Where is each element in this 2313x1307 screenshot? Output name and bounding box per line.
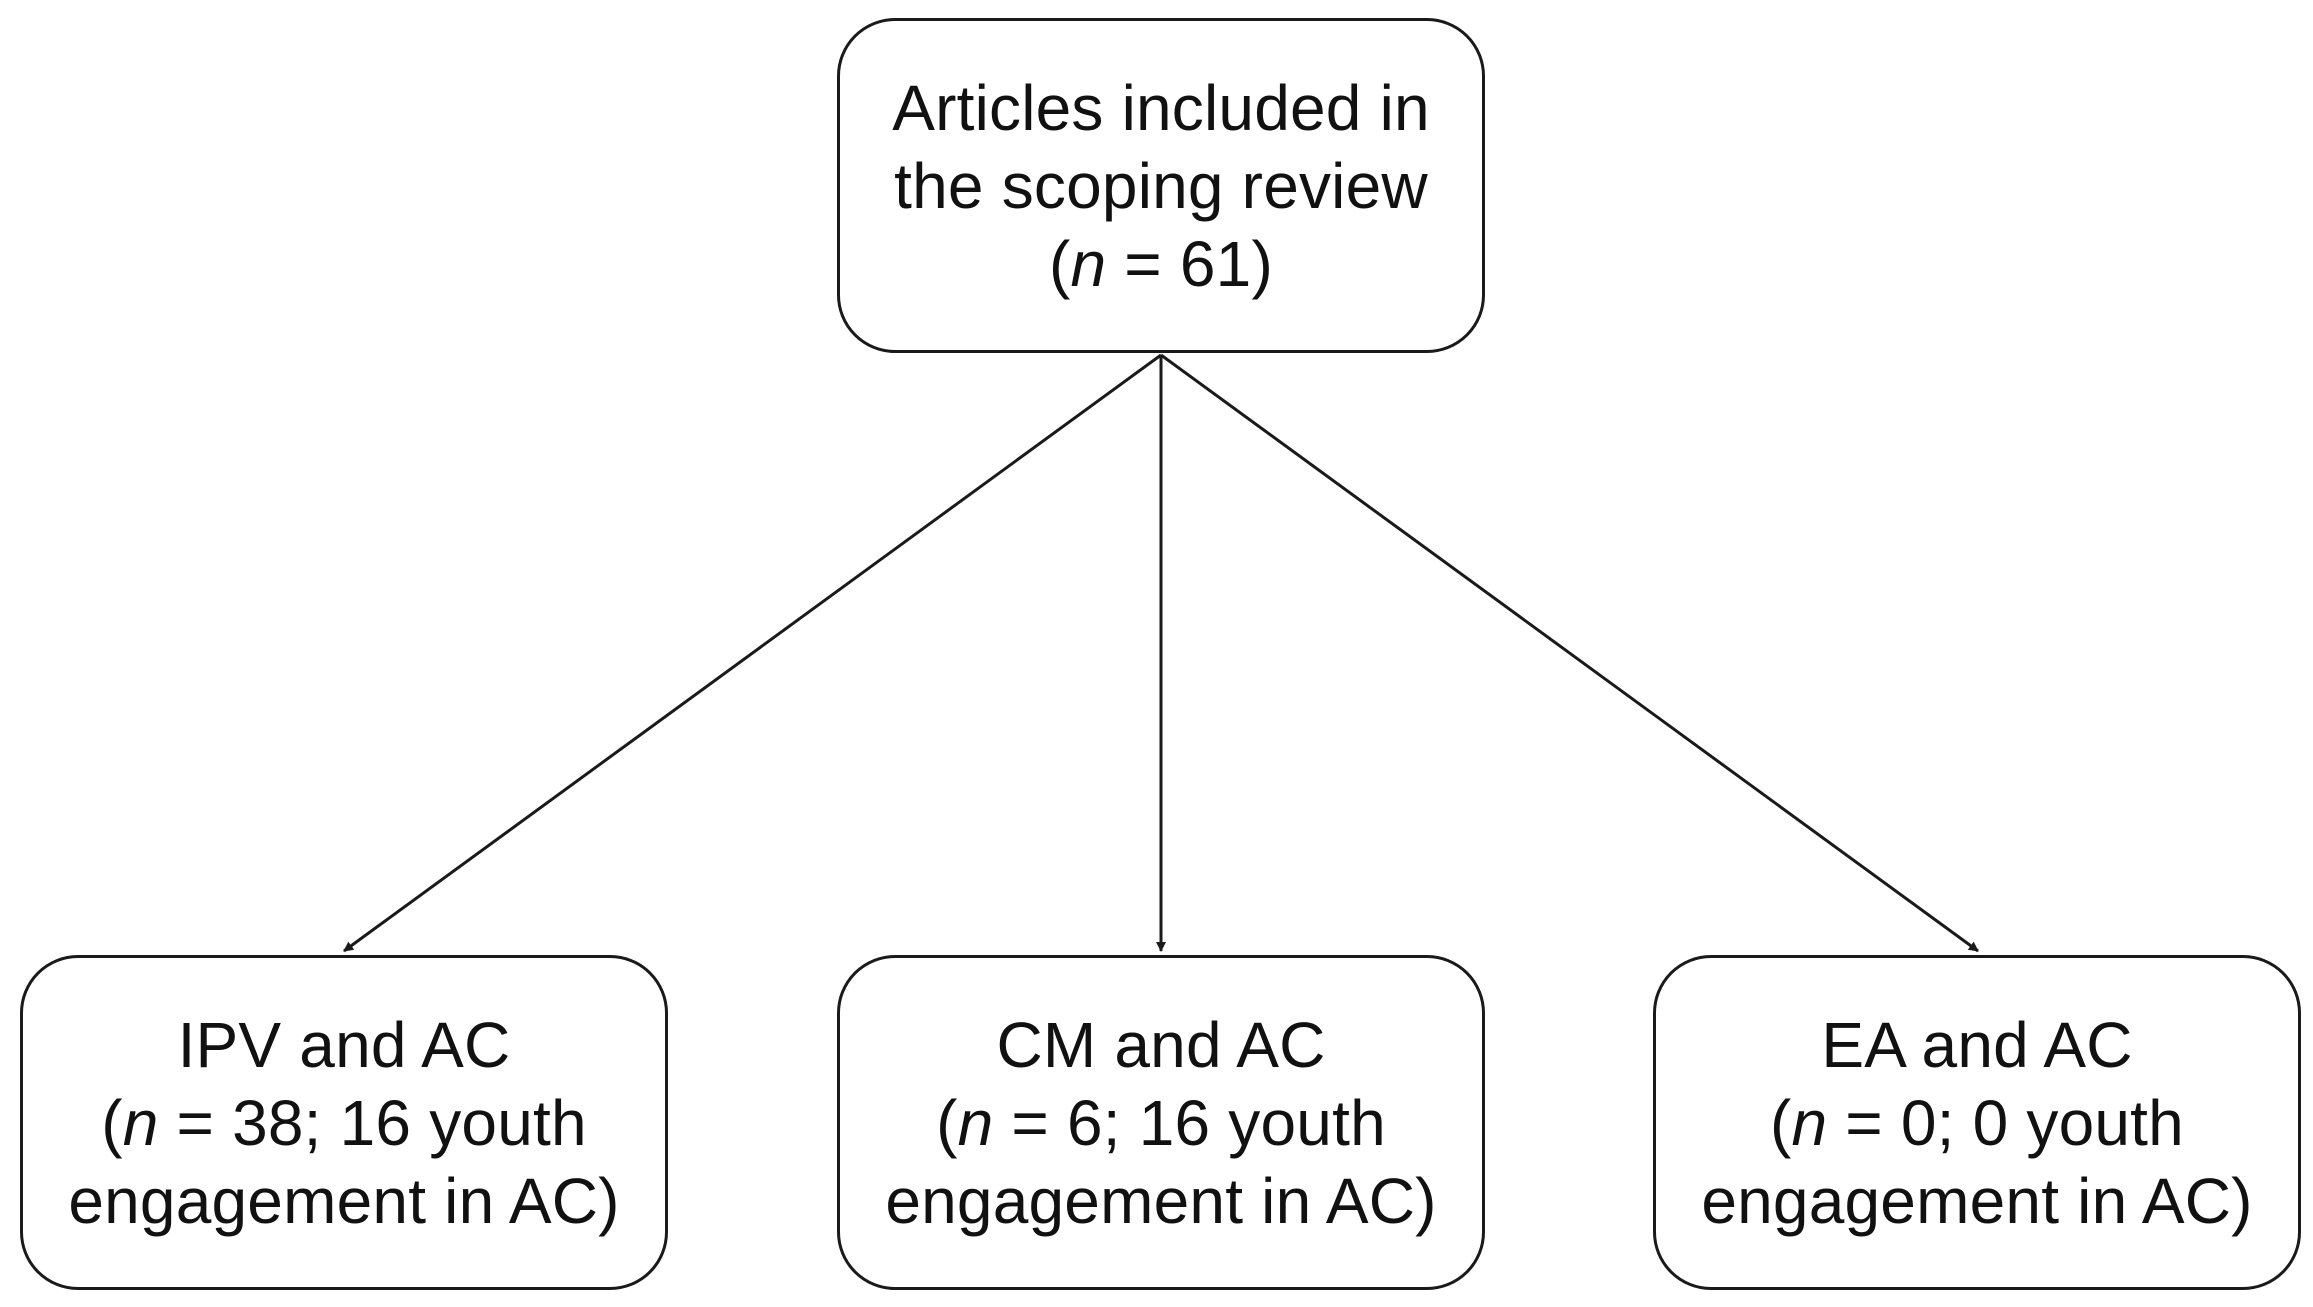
child-node-cm-and-ac: CM and AC (n = 6; 16 youth engagement in… bbox=[837, 955, 1485, 1290]
ipv-line-1: IPV and AC bbox=[177, 1008, 511, 1081]
ea-open-paren: ( bbox=[1770, 1086, 1792, 1159]
root-node-articles-included: Articles included in the scoping review … bbox=[837, 18, 1485, 353]
ea-line-2: (n = 0; 0 youth bbox=[1770, 1084, 2184, 1162]
root-line-1: Articles included in bbox=[892, 71, 1430, 144]
arrow-root-to-ipv bbox=[343, 353, 1162, 953]
ea-n-symbol: n bbox=[1791, 1086, 1828, 1159]
child-node-ea-and-ac: EA and AC (n = 0; 0 youth engagement in … bbox=[1653, 955, 2301, 1290]
ipv-line-3: engagement in AC) bbox=[68, 1164, 620, 1237]
root-count: = 61) bbox=[1106, 227, 1273, 300]
root-line-3: (n = 61) bbox=[1049, 225, 1273, 303]
ipv-line-2: (n = 38; 16 youth bbox=[101, 1084, 587, 1162]
ea-line-1: EA and AC bbox=[1821, 1008, 2133, 1081]
arrow-root-to-ea bbox=[1160, 353, 1979, 953]
cm-count: = 6; 16 youth bbox=[993, 1086, 1386, 1159]
root-open-paren: ( bbox=[1049, 227, 1071, 300]
child-node-ipv-and-ac: IPV and AC (n = 38; 16 youth engagement … bbox=[20, 955, 668, 1290]
cm-n-symbol: n bbox=[957, 1086, 994, 1159]
root-n-symbol: n bbox=[1070, 227, 1107, 300]
ea-line-3: engagement in AC) bbox=[1701, 1164, 2253, 1237]
cm-line-3: engagement in AC) bbox=[885, 1164, 1437, 1237]
ipv-n-symbol: n bbox=[122, 1086, 159, 1159]
cm-open-paren: ( bbox=[936, 1086, 958, 1159]
ipv-open-paren: ( bbox=[101, 1086, 123, 1159]
ipv-count: = 38; 16 youth bbox=[158, 1086, 587, 1159]
cm-line-1: CM and AC bbox=[996, 1008, 1326, 1081]
ea-count: = 0; 0 youth bbox=[1827, 1086, 2184, 1159]
root-line-2: the scoping review bbox=[894, 149, 1428, 222]
cm-line-2: (n = 6; 16 youth bbox=[936, 1084, 1386, 1162]
